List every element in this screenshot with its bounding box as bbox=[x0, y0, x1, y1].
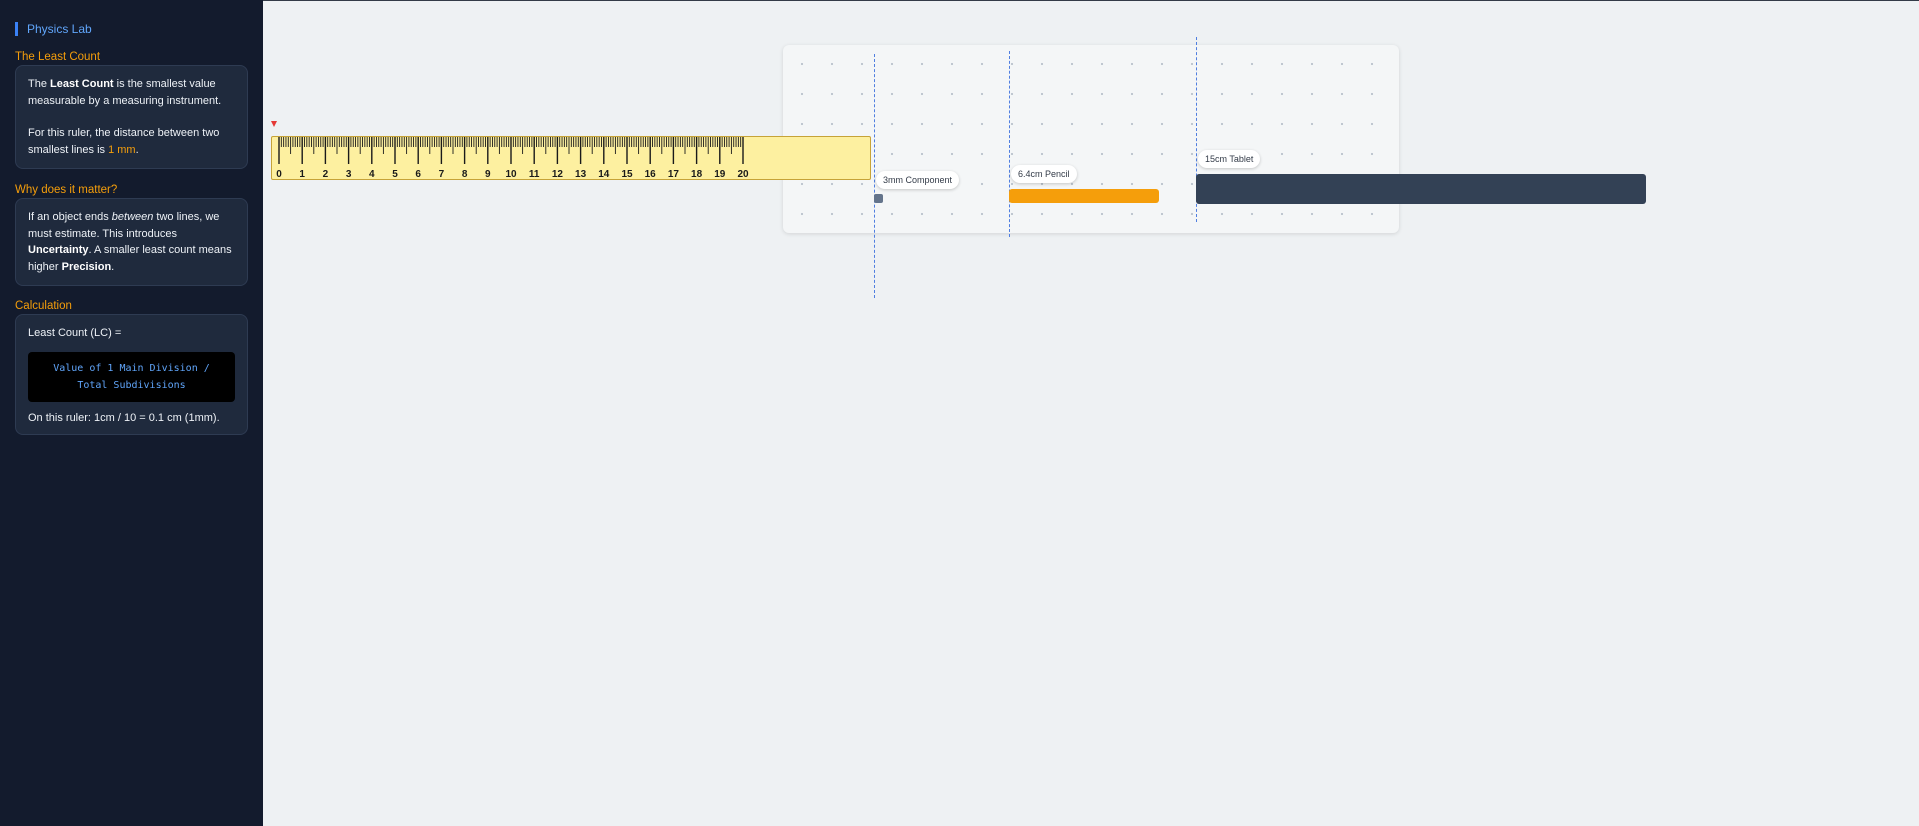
ruler-tick-label: 7 bbox=[439, 169, 445, 180]
guide-line-tablet bbox=[1196, 37, 1197, 222]
ruler-tick-label: 9 bbox=[485, 169, 491, 180]
why-text: If an object ends between two lines, we … bbox=[28, 211, 232, 273]
ruler-zero-pointer bbox=[271, 121, 277, 127]
object-15cm-tablet[interactable] bbox=[1196, 174, 1646, 204]
calc-label: Least Count (LC) = bbox=[28, 327, 122, 339]
ruler-tick-label: 20 bbox=[737, 169, 749, 180]
ruler-tick-label: 19 bbox=[714, 169, 726, 180]
ruler-tick-label: 16 bbox=[645, 169, 657, 180]
ruler-tick-label: 13 bbox=[575, 169, 587, 180]
workspace-top-border bbox=[263, 0, 1919, 1]
ruler-tick-label: 4 bbox=[369, 169, 375, 180]
object-label-tablet: 15cm Tablet bbox=[1198, 150, 1261, 168]
ruler-tick-label: 8 bbox=[462, 169, 468, 180]
least-count-value: 1 mm bbox=[108, 143, 136, 156]
object-6-4cm-pencil[interactable] bbox=[1009, 189, 1159, 203]
workspace: 3mm Component 6.4cm Pencil 15cm Tablet 0… bbox=[263, 0, 1919, 826]
least-count-definition: The Least Count is the smallest value me… bbox=[28, 78, 222, 107]
ruler-tick-label: 0 bbox=[276, 169, 282, 180]
object-label-component: 3mm Component bbox=[876, 171, 960, 189]
ruler-tick-label: 12 bbox=[552, 169, 564, 180]
object-3mm-component[interactable] bbox=[874, 194, 883, 203]
guide-line-component bbox=[874, 54, 875, 298]
measurement-grid bbox=[783, 45, 1399, 233]
ruler-tick-label: 3 bbox=[346, 169, 352, 180]
ruler-tick-label: 14 bbox=[598, 169, 610, 180]
sidebar: Physics Lab The Least Count The Least Co… bbox=[0, 0, 263, 826]
section-title-calculation: Calculation bbox=[15, 300, 72, 312]
ruler-tick-label: 15 bbox=[621, 169, 633, 180]
ruler-resolution-text: For this ruler, the distance between two… bbox=[28, 127, 220, 156]
ruler-tick-label: 18 bbox=[691, 169, 703, 180]
ruler-tick-label: 1 bbox=[299, 169, 305, 180]
section-title-why: Why does it matter? bbox=[15, 184, 118, 196]
ruler-tick-label: 17 bbox=[668, 169, 680, 180]
ruler-tick-label: 10 bbox=[505, 169, 517, 180]
calculation-card: Least Count (LC) = Value of 1 Main Divis… bbox=[15, 314, 248, 435]
ruler-tick-label: 2 bbox=[323, 169, 329, 180]
section-title-least-count: The Least Count bbox=[15, 51, 101, 63]
formula-line-1: Value of 1 Main Division / bbox=[53, 362, 210, 374]
formula-box: Value of 1 Main Division / Total Subdivi… bbox=[28, 351, 235, 402]
object-label-pencil: 6.4cm Pencil bbox=[1011, 165, 1077, 183]
least-count-card: The Least Count is the smallest value me… bbox=[15, 65, 248, 169]
formula-line-2: Total Subdivisions bbox=[77, 379, 186, 391]
ruler-tick-label: 5 bbox=[392, 169, 398, 180]
ruler-tick-label: 6 bbox=[415, 169, 421, 180]
ruler-tick-label: 11 bbox=[529, 169, 540, 180]
brand-title: Physics Lab bbox=[15, 22, 92, 36]
why-card: If an object ends between two lines, we … bbox=[15, 198, 248, 286]
guide-line-pencil bbox=[1009, 51, 1010, 237]
calc-result: On this ruler: 1cm / 10 = 0.1 cm (1mm). bbox=[28, 411, 220, 424]
